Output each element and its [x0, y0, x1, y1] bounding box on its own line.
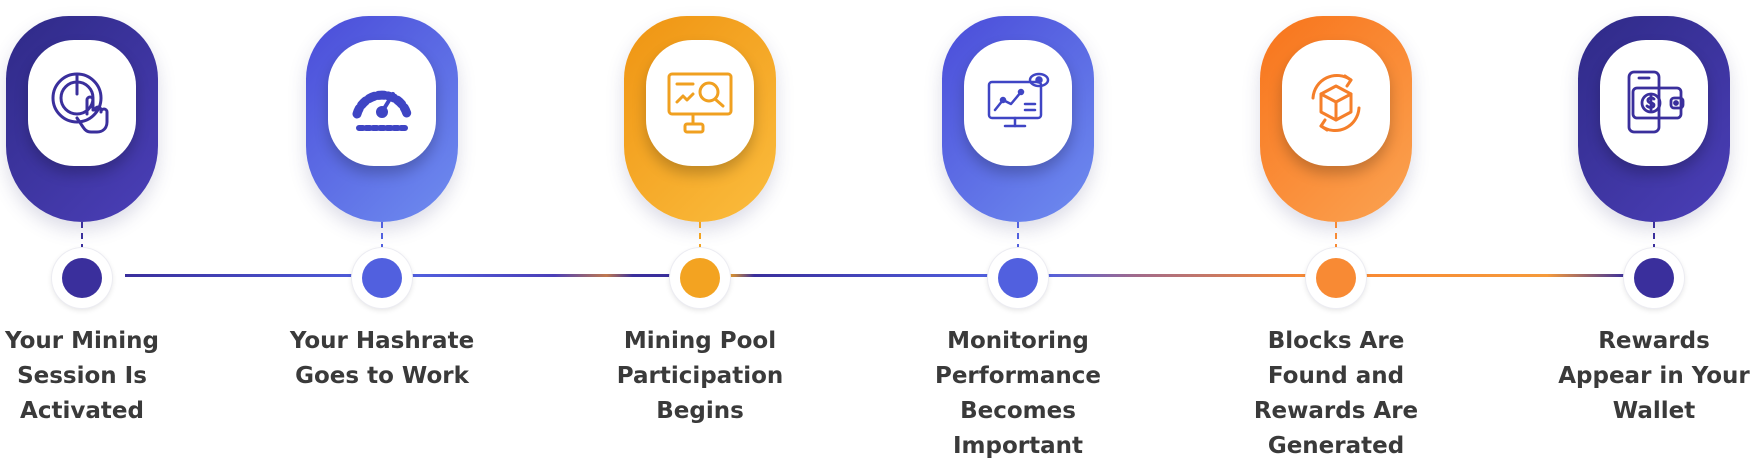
wallet-phone-icon [1627, 70, 1685, 134]
step-connector [1335, 222, 1337, 250]
step-pool-participation: Mining Pool Participation Begins [600, 0, 800, 475]
monitor-analytics-icon [987, 72, 1050, 128]
step-connector [1017, 222, 1019, 250]
icon-card [646, 40, 754, 166]
step-connector [81, 222, 83, 250]
timeline-dot [62, 258, 102, 298]
block-cycle-icon [1311, 73, 1361, 133]
step-title: Your Mining Session Is Activated [5, 328, 159, 424]
timeline-line [1046, 274, 1308, 277]
step-title: Monitoring Performance Becomes Important [934, 328, 1102, 459]
step-title: Rewards Appear in Your Wallet [1558, 328, 1750, 424]
icon-card [328, 40, 436, 166]
timeline-node [52, 248, 112, 308]
power-touch-icon [51, 72, 109, 134]
timeline-line [728, 274, 990, 277]
step-session-activated: Your Mining Session Is Activated [0, 0, 182, 475]
step-monitoring-performance: Monitoring Performance Becomes Important [918, 0, 1118, 475]
speedometer-icon [352, 90, 412, 131]
timeline-dot [998, 258, 1038, 298]
step-title: Blocks Are Found and Rewards Are Generat… [1253, 328, 1419, 459]
timeline-dot [1316, 258, 1356, 298]
timeline-line [410, 274, 672, 277]
step-title: Your Hashrate Goes to Work [289, 328, 475, 389]
icon-card [1600, 40, 1708, 166]
timeline-node [988, 248, 1048, 308]
icon-card [28, 40, 136, 166]
timeline-dot [362, 258, 402, 298]
timeline-node [1306, 248, 1366, 308]
timeline-node [1624, 248, 1684, 308]
step-connector [381, 222, 383, 250]
step-connector [1653, 222, 1655, 250]
timeline-node [352, 248, 412, 308]
timeline-dot [680, 258, 720, 298]
timeline-line [1364, 274, 1626, 277]
step-connector [699, 222, 701, 250]
step-title: Mining Pool Participation Begins [616, 328, 784, 424]
timeline-dot [1634, 258, 1674, 298]
step-blocks-rewards: Blocks Are Found and Rewards Are Generat… [1236, 0, 1436, 475]
monitor-search-icon [667, 72, 733, 134]
step-rewards-wallet: Rewards Appear in Your Wallet [1554, 0, 1754, 475]
step-hashrate-work: Your Hashrate Goes to Work [282, 0, 482, 475]
icon-card [1282, 40, 1390, 166]
icon-card [964, 40, 1072, 166]
timeline-node [670, 248, 730, 308]
timeline-line [125, 274, 380, 277]
